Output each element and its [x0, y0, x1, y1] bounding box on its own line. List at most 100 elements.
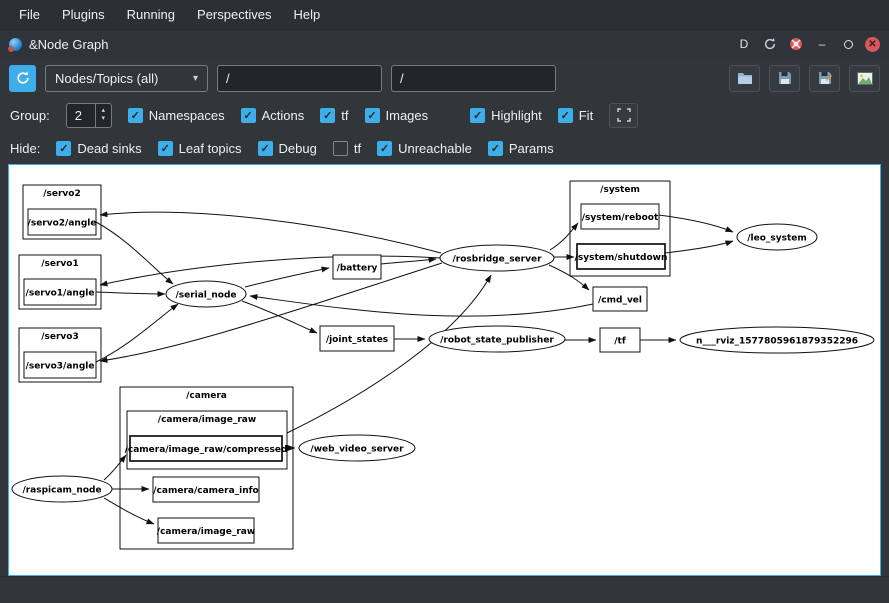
menu-file[interactable]: File [19, 7, 40, 22]
menu-perspectives[interactable]: Perspectives [197, 7, 272, 22]
checkbox-indicator [240, 107, 256, 123]
checkbox-tf-hide[interactable]: tf [332, 140, 362, 156]
node-graph-svg[interactable]: /servo2/servo1/servo3/system/camera/came… [9, 165, 880, 575]
node-graph-icon [8, 37, 22, 52]
checkbox-indicator [157, 140, 173, 156]
graph-topic-box [576, 243, 666, 270]
checkbox-highlight[interactable]: Highlight [470, 107, 542, 123]
fit-to-view-button[interactable] [609, 102, 639, 128]
graph-edge [658, 214, 734, 233]
spin-up-icon[interactable]: ▴ [101, 107, 105, 114]
graph-node [439, 244, 555, 272]
spin-down-icon[interactable]: ▾ [101, 115, 105, 122]
checkbox-indicator [364, 107, 380, 123]
float-button[interactable] [839, 35, 857, 53]
menu-help[interactable]: Help [293, 7, 321, 22]
graph-edge [664, 240, 734, 254]
checkbox-indicator [56, 140, 72, 156]
graph-edge [103, 497, 155, 525]
graph-edge [548, 264, 590, 291]
graph-node [736, 223, 818, 251]
graph-topic-label: /cmd_vel [598, 296, 642, 306]
graph-cluster-label: /servo3 [41, 332, 79, 342]
save-as-svg-button[interactable] [809, 64, 840, 92]
checkbox-indicator [377, 140, 393, 156]
graph-topic-label: /tf [614, 337, 626, 347]
checkbox-actions[interactable]: Actions [240, 107, 304, 123]
node-filter-input[interactable] [217, 64, 382, 92]
graph-edge [99, 262, 443, 363]
graph-topic-box [592, 286, 648, 312]
graph-cluster-label: /servo1 [41, 259, 79, 269]
menu-plugins[interactable]: Plugins [61, 7, 105, 22]
graph-topic-label: /servo2/angle [28, 219, 97, 229]
checkbox-unreachable[interactable]: Unreachable [377, 140, 472, 156]
graph-cluster-label: /camera [186, 391, 227, 401]
reload-plugin-button[interactable] [761, 35, 779, 53]
save-as-icon [818, 72, 832, 84]
checkbox-fit[interactable]: Fit [557, 107, 593, 123]
graph-topic-box [332, 254, 382, 280]
load-dot-button[interactable] [729, 64, 760, 92]
group-spinbox[interactable]: 2 ▴▾ [65, 102, 112, 128]
graph-cluster [18, 254, 102, 310]
checkbox-tf-group[interactable]: tf [320, 107, 349, 123]
dock-d-button[interactable]: D [739, 37, 749, 51]
graph-topic-box [599, 327, 641, 353]
hide-row: Hide: Dead sinks Leaf topics Debug tf Un… [0, 132, 889, 164]
graph-topic-label: /system/shutdown [575, 253, 668, 263]
lifebuoy-icon [790, 38, 802, 50]
graph-edge [103, 454, 127, 481]
float-icon [843, 39, 853, 49]
graph-node-label: /web_video_server [310, 445, 404, 455]
graph-node [11, 475, 113, 503]
refresh-icon [16, 71, 29, 84]
checkbox-indicator [487, 140, 503, 156]
close-button[interactable]: ✕ [865, 36, 880, 52]
topic-filter-input[interactable] [391, 64, 556, 92]
checkbox-label: tf [353, 140, 362, 156]
save-dot-button[interactable] [769, 64, 800, 92]
graph-topic-box [580, 203, 660, 230]
graph-topic-box [27, 208, 97, 236]
fit-in-view-icon [616, 108, 631, 122]
graph-topic-label: /joint_states [326, 335, 388, 345]
graph-node [165, 280, 247, 308]
graph-edge [95, 290, 166, 297]
graph-topic-box [319, 325, 395, 352]
help-button[interactable] [787, 35, 805, 53]
minimize-button[interactable]: – [818, 37, 826, 51]
graph-topic-label: /system/reboot [582, 213, 659, 223]
checkbox-label: Images [385, 107, 429, 123]
checkbox-label: Namespaces [148, 107, 225, 123]
graph-edge [95, 221, 174, 285]
checkbox-label: Dead sinks [77, 140, 142, 156]
dock-title-bar[interactable]: &Node Graph D – ✕ [0, 30, 889, 58]
checkbox-namespaces[interactable]: Namespaces [127, 107, 225, 123]
graph-topic-label: /servo1/angle [26, 289, 95, 299]
group-spin-arrows[interactable]: ▴▾ [94, 103, 111, 127]
graph-edge [241, 300, 318, 334]
graph-topic-label: /camera/image_raw/compressed [125, 445, 288, 455]
group-label: Group: [10, 107, 50, 123]
node-graph-canvas[interactable]: /servo2/servo1/servo3/system/camera/came… [8, 164, 881, 576]
graph-cluster [18, 327, 102, 383]
graph-edge [549, 222, 579, 251]
graph-topic-label: /camera/camera_info [153, 486, 258, 496]
graph-type-combobox[interactable]: Nodes/Topics (all) ▾ [45, 64, 208, 92]
graph-edge [286, 274, 492, 434]
graph-topic-box [129, 435, 283, 462]
options-row: Group: 2 ▴▾ Namespaces Actions tf Images… [0, 98, 889, 132]
graph-node-label: n___rviz_1577805961879352296 [696, 337, 858, 347]
refresh-graph-button[interactable] [9, 64, 36, 92]
checkbox-images[interactable]: Images [364, 107, 429, 123]
save-image-button[interactable] [849, 64, 880, 92]
checkbox-leaf-topics[interactable]: Leaf topics [157, 140, 242, 156]
checkbox-debug[interactable]: Debug [257, 140, 317, 156]
checkbox-dead-sinks[interactable]: Dead sinks [56, 140, 142, 156]
graph-edge [95, 303, 179, 363]
graph-topic-box [23, 278, 97, 306]
menu-running[interactable]: Running [126, 7, 176, 22]
checkbox-params[interactable]: Params [487, 140, 554, 156]
graph-topic-label: /servo3/angle [26, 362, 95, 372]
